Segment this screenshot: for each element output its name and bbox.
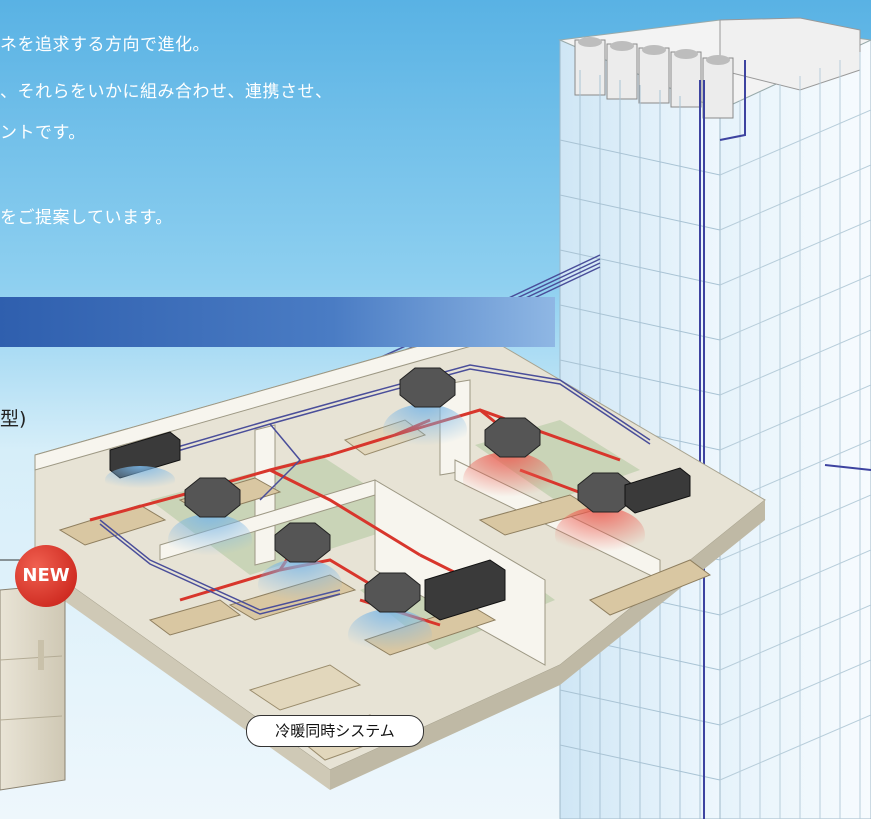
cassette-units xyxy=(168,367,645,661)
intro-line-3: ントです。 xyxy=(0,123,86,143)
intro-line-2: 、それらをいかに組み合わせ、連携させ、 xyxy=(0,82,333,102)
product-type-label: 型) xyxy=(0,408,27,430)
intro-line-1: ネを追求する方向で進化。 xyxy=(0,35,210,55)
new-badge: NEW xyxy=(15,545,77,607)
outdoor-unit-product xyxy=(0,559,66,791)
intro-line-4: をご提案しています。 xyxy=(0,208,173,228)
section-banner xyxy=(0,297,555,347)
office-floor xyxy=(34,329,766,790)
system-label: 冷暖同時システム xyxy=(246,715,424,747)
